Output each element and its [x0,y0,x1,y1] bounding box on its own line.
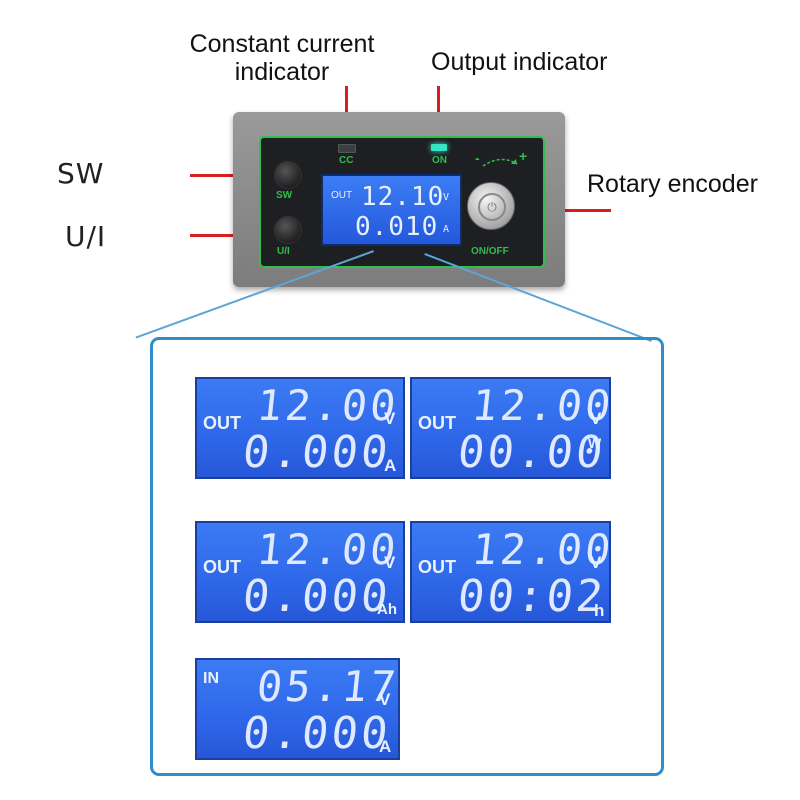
lcd-bottom-unit: Ah [377,601,397,618]
device-display-top-unit: V [443,192,450,203]
lcd-top-unit: V [384,409,396,428]
device-face: CC ON SW U/I OUT 12.10 V 0.010 A - + ⏻ O [259,136,545,268]
lcd-bottom-unit: A [384,456,397,475]
knob-minus-label: - [475,150,480,166]
lcd-top-value: 12.00 [254,381,402,430]
on-led-label: ON [432,155,447,166]
output-indicator-label: Output indicator [431,48,608,76]
power-icon: ⏻ [478,193,506,221]
device-display-mode: OUT [331,190,353,201]
on-led [431,144,447,151]
lcd-bottom-value: 00:02 [455,571,609,622]
lcd-bottom-value: 0.000 [240,708,394,759]
power-module: CC ON SW U/I OUT 12.10 V 0.010 A - + ⏻ O [233,112,565,287]
ui-button-label: U/I [277,246,290,257]
sw-button-label: SW [276,190,293,201]
constant-current-label: Constant current indicator [178,30,386,86]
knob-plus-label: + [519,148,528,164]
ui-label: U/I [65,220,107,253]
sw-label: SW [57,157,105,190]
device-display-bottom-value: 0.010 [355,212,439,242]
lcd-mode: OUT [203,413,241,433]
lcd-bottom-unit: W [588,435,602,451]
lcd-bottom-value: 00.00 [455,427,609,478]
device-display-bottom-unit: A [443,224,450,235]
cc-led [338,144,356,153]
constant-current-line2: indicator [234,58,330,86]
lcd-bottom-value: 0.000 [240,427,394,478]
sw-button[interactable] [274,161,302,189]
lcd-panel-1: OUT 12.00 V 0.000 A [195,377,405,479]
display-modes-frame [150,337,664,776]
lcd-top-unit: V [590,409,602,428]
lcd-bottom-unit: A [379,737,392,756]
lcd-top-unit: V [590,553,602,572]
encoder-callout-line [548,209,611,212]
lcd-panel-4: OUT 12.00 V 00:02 h [410,521,616,623]
lcd-bottom-value: 0.000 [240,571,394,622]
rotary-encoder-label: Rotary encoder [587,170,758,198]
lcd-panel-2: OUT 12.00 V 00.00 W [410,377,616,479]
sw-callout-line [190,174,263,177]
lcd-top-value: 12.00 [254,525,402,574]
device-display: OUT 12.10 V 0.010 A [321,174,462,246]
lcd-bottom-unit: h [594,601,605,620]
ui-callout-line [190,234,263,237]
lcd-mode: OUT [203,557,241,577]
lcd-top-unit: V [384,553,396,572]
constant-current-line1: Constant current [189,30,375,58]
lcd-panel-3: OUT 12.00 V 0.000 Ah [195,521,405,623]
cc-led-label: CC [339,155,354,166]
rotary-encoder-knob[interactable]: ⏻ [467,182,515,230]
lcd-top-unit: V [379,690,391,709]
lcd-mode: OUT [418,413,456,433]
device-display-top-value: 12.10 [361,182,445,212]
lcd-panel-5: IN 05.17 V 0.000 A [195,658,401,760]
lcd-mode: OUT [418,557,456,577]
cc-callout-line [345,86,348,132]
knob-onoff-label: ON/OFF [471,246,509,257]
on-callout-line [437,86,440,132]
lcd-mode: IN [203,670,219,687]
rotation-arrow-icon [482,158,518,167]
ui-button[interactable] [274,216,302,244]
